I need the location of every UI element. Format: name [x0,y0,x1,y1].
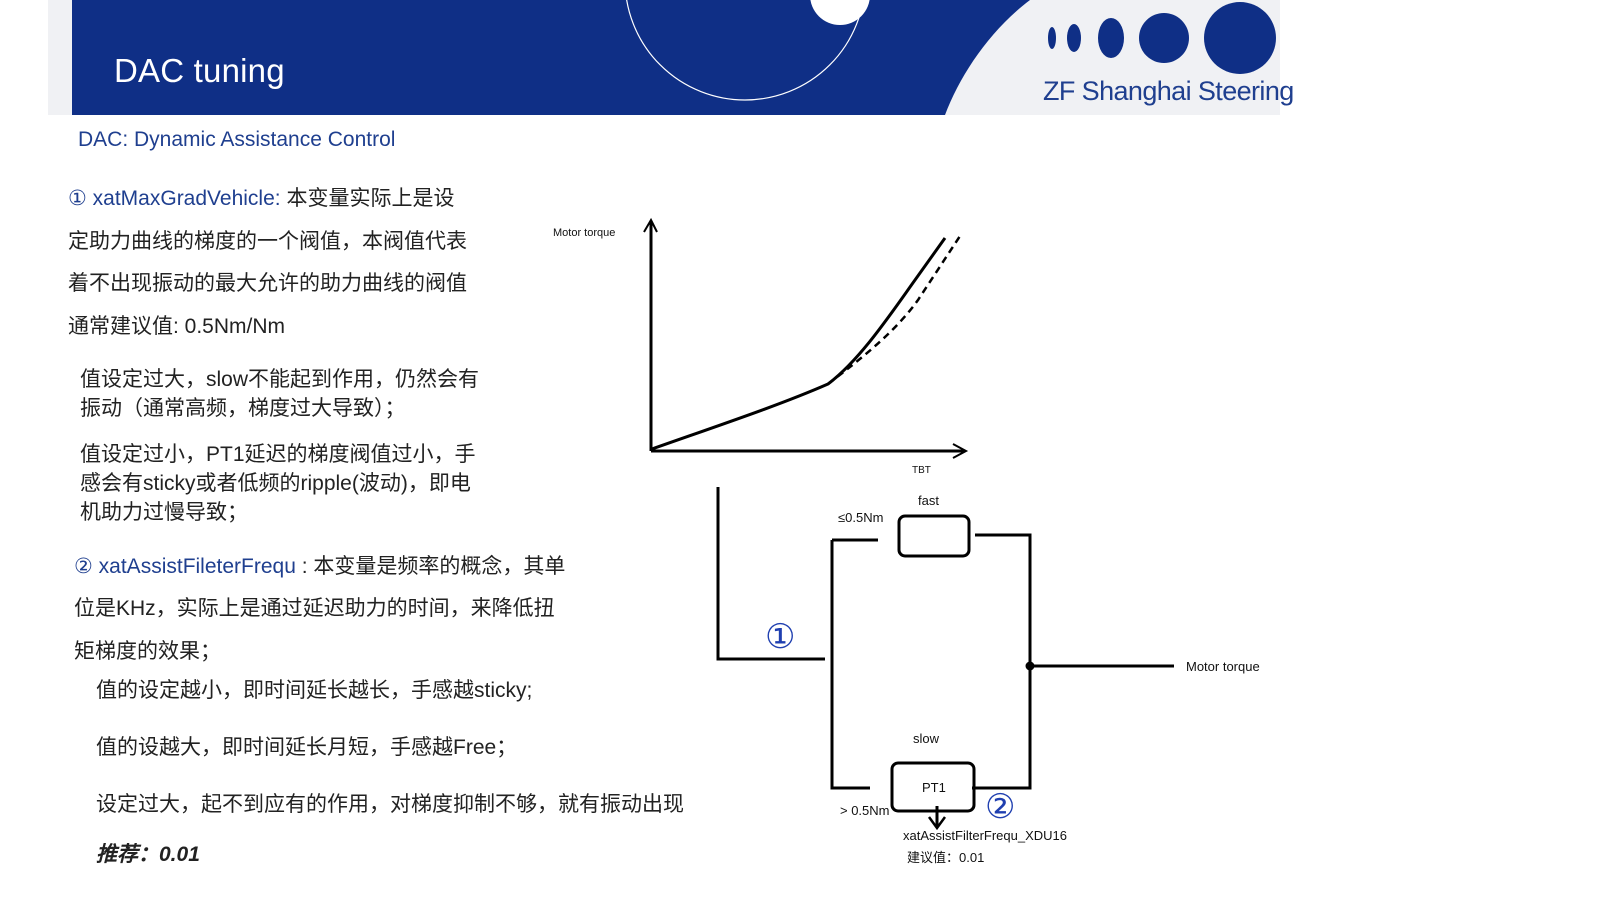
filter-arrow-head [927,816,947,831]
graph-y-arrow [643,217,658,233]
section1-note2-line3: 机助力过慢导致； [80,501,248,524]
section1-note2-line2: 感会有sticky或者低频的ripple(波动)，即电 [80,472,471,495]
page-title: DAC tuning [114,52,285,89]
logo-dot-2 [1067,24,1081,52]
dac-block-diagram [716,487,1174,831]
logo-dot-5 [1204,2,1276,74]
graph-ylabel: Motor torque [553,227,615,239]
graph-x-arrow [952,443,969,459]
logo-dot-4 [1139,13,1189,63]
fast-block [897,514,971,558]
filter-param-name: xatAssistFilterFrequ_XDU16 [903,828,1067,843]
subtitle: DAC: Dynamic Assistance Control [78,128,396,151]
fast-threshold: ≤0.5Nm [838,510,883,525]
section2-marker: ② [74,555,93,578]
section2-var-name: xatAssistFileterFrequ [98,555,296,578]
filter-param-value: 建议值：0.01 [907,850,984,865]
assist-curve-filtered [827,235,962,385]
recommendation: 推荐：0.01 [96,843,200,866]
section1-line1-rest: 本变量实际上是设 [280,187,455,210]
section2-line3: 矩梯度的效果； [74,640,221,663]
branch-line-left [830,540,870,790]
slow-threshold: > 0.5Nm [840,803,890,818]
slow-label: slow [913,731,940,746]
junction-dot [1025,661,1035,671]
section1-note2: 值设定过小，PT1延迟的梯度阀值过小，手 感会有sticky或者低频的rippl… [80,440,476,527]
output-label: Motor torque [1186,659,1260,674]
graph-xlabel: TBT [912,465,931,476]
assist-curve-solid [651,237,947,451]
section1-note2-line1: 值设定过小，PT1延迟的梯度阀值过小，手 [80,443,476,466]
slow-block-label: PT1 [922,780,946,795]
diagram-marker-1: ① [765,617,795,657]
section1-note1: 值设定过大，slow不能起到作用，仍然会有 振动（通常高频，梯度过大导致）； [80,365,479,423]
section1-line2: 定助力曲线的梯度的一个阀值，本阀值代表 [68,230,467,253]
section2-note2: 值的设越大，即时间延长月短，手感越Free； [96,736,518,759]
section1-line4: 通常建议值: 0.5Nm/Nm [68,315,286,338]
section1-marker: ① [68,187,87,210]
logo-dot-1 [1048,27,1056,49]
assist-curve-graph: Motor torque TBT [553,217,969,476]
fast-label: fast [918,493,939,508]
fast-output-line [972,533,1032,790]
section1-heading: ① xatMaxGradVehicle: 本变量实际上是设 [68,184,454,213]
diagram-marker-2: ② [985,787,1015,827]
section2-note3: 设定过大，起不到应有的作用，对梯度抑制不够，就有振动出现 [96,793,684,816]
section1-note1-line2: 振动（通常高频，梯度过大导致）； [80,397,406,420]
section1-note1-line1: 值设定过大，slow不能起到作用，仍然会有 [80,368,480,391]
slow-block-pt1 [890,761,976,813]
section2-line1-rest: : 本变量是频率的概念，其单 [295,555,566,578]
section1-var-name: xatMaxGradVehicle: [92,187,281,210]
logo-dot-3 [1098,18,1124,58]
section2-line2: 位是KHz，实际上是通过延迟助力的时间，来降低扭 [74,597,555,620]
section2-note1: 值的设定越小，即时间延长越长，手感越sticky; [96,679,533,702]
brand-name: ZF Shanghai Steering [1043,76,1294,106]
section2-heading: ② xatAssistFileterFrequ : 本变量是频率的概念，其单 [74,552,565,581]
input-line [716,487,825,661]
section1-line3: 着不出现振动的最大允许的助力曲线的阀值 [68,272,467,295]
